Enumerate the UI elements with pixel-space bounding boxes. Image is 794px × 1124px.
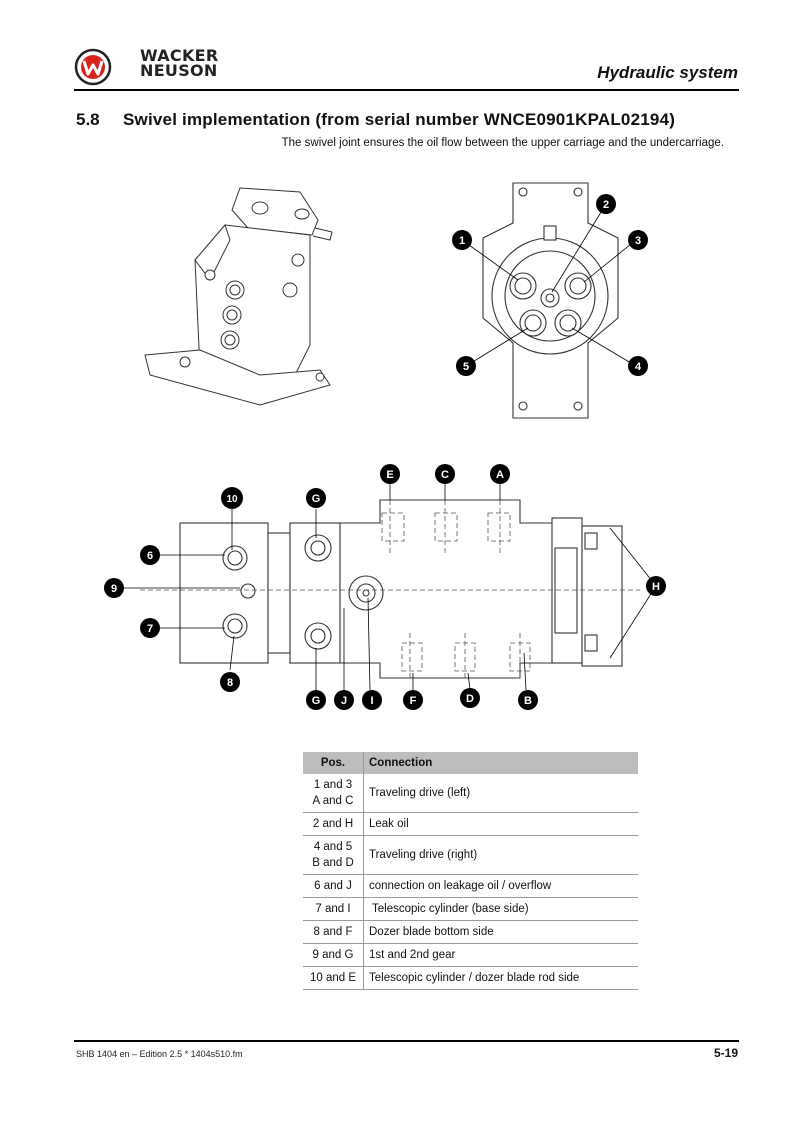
logo-mark-icon — [74, 48, 112, 86]
callout-7: 7 — [147, 623, 153, 635]
callout-D: D — [466, 693, 474, 705]
footer-rule — [74, 1040, 739, 1042]
table-row: 4 and 5 B and D Traveling drive (right) — [303, 835, 638, 875]
callout-2: 2 — [603, 199, 609, 211]
row-connection: 1st and 2nd gear — [363, 943, 638, 967]
callout-H: H — [652, 581, 660, 593]
callout-G-top-badge — [306, 488, 326, 508]
row-connection: Leak oil — [363, 812, 638, 836]
callout-6-badge — [140, 545, 160, 565]
callout-3-badge — [628, 230, 648, 250]
header-pos: Pos. — [303, 752, 364, 774]
callout-1: 1 — [459, 235, 465, 247]
callout-H-badge — [646, 576, 666, 596]
connection-table: Pos. Connection 1 and 3 A and C Travelin… — [303, 752, 638, 990]
callout-10-badge — [221, 487, 243, 509]
table-row: 6 and J connection on leakage oil / over… — [303, 874, 638, 898]
side-view-callouts: E C A 10 G 6 9 H 7 8 G J I F D B — [104, 464, 666, 710]
row-pos: 7 and I — [303, 897, 364, 921]
callout-B-badge — [518, 690, 538, 710]
callout-F: F — [410, 695, 417, 707]
swivel-joint-side-view-drawing: E C A 10 G 6 9 H 7 8 G J I F D B — [104, 464, 666, 710]
section-number: 5.8 — [76, 110, 100, 129]
logo-text: WACKER NEUSON — [140, 46, 219, 80]
callout-10: 10 — [226, 494, 238, 505]
table-row: 10 and E Telescopic cylinder / dozer bla… — [303, 966, 638, 990]
row-connection: Telescopic cylinder (base side) — [363, 897, 638, 921]
table-header-row: Pos. Connection — [303, 752, 638, 774]
callout-9-badge — [104, 578, 124, 598]
table-row: 9 and G 1st and 2nd gear — [303, 943, 638, 967]
intro-text: The swivel joint ensures the oil flow be… — [281, 137, 724, 149]
page-number: 5-19 — [713, 1046, 738, 1060]
section-title: Swivel implementation (from serial numbe… — [123, 110, 676, 129]
callout-J-badge — [334, 690, 354, 710]
callout-1-badge — [452, 230, 472, 250]
row-pos: 9 and G — [303, 943, 364, 967]
row-pos: 1 and 3 A and C — [303, 774, 364, 813]
brand-line-1: WACKER — [140, 46, 219, 65]
row-connection: Telescopic cylinder / dozer blade rod si… — [363, 966, 638, 990]
row-pos: 2 and H — [303, 812, 364, 836]
callout-B: B — [524, 695, 532, 707]
callout-I-badge — [362, 690, 382, 710]
callout-G-top: G — [312, 493, 321, 505]
callout-3: 3 — [635, 235, 641, 247]
brand-line-2: NEUSON — [140, 61, 218, 80]
callout-D-badge — [460, 688, 480, 708]
callout-A: A — [496, 469, 504, 481]
callout-4-badge — [628, 356, 648, 376]
row-connection: Dozer blade bottom side — [363, 920, 638, 944]
callout-J: J — [341, 695, 347, 707]
row-connection: Traveling drive (right) — [363, 835, 638, 875]
callout-G-bottom-badge — [306, 690, 326, 710]
callout-6: 6 — [147, 550, 153, 562]
chapter-title: Hydraulic system — [597, 63, 738, 82]
row-connection: connection on leakage oil / overflow — [363, 874, 638, 898]
callout-5: 5 — [463, 361, 469, 373]
callout-2-badge — [596, 194, 616, 214]
callout-E-badge — [380, 464, 400, 484]
row-connection: Traveling drive (left) — [363, 774, 638, 813]
callout-G-bottom: G — [312, 695, 321, 707]
top-view-callouts: 1 2 3 4 5 — [452, 194, 648, 376]
swivel-joint-perspective-drawing — [144, 187, 333, 406]
row-pos: 8 and F — [303, 920, 364, 944]
swivel-joint-top-view-drawing: 1 2 3 4 5 — [452, 182, 648, 419]
footer-document-id: SHB 1404 en – Edition 2.5 * 1404s510.fm — [76, 1049, 243, 1059]
callout-E: E — [386, 469, 393, 481]
header-rule — [74, 89, 739, 91]
table-row: 1 and 3 A and C Traveling drive (left) — [303, 774, 638, 813]
callout-8-badge — [220, 672, 240, 692]
callout-4: 4 — [635, 361, 642, 373]
table-row: 2 and H Leak oil — [303, 812, 638, 836]
callout-5-badge — [456, 356, 476, 376]
callout-C-badge — [435, 464, 455, 484]
callout-C: C — [441, 469, 449, 481]
row-pos: 10 and E — [303, 966, 364, 990]
callout-8: 8 — [227, 677, 233, 689]
header-connection: Connection — [363, 752, 638, 774]
wacker-neuson-logo: WACKER NEUSON — [74, 48, 244, 86]
callout-A-badge — [490, 464, 510, 484]
callout-9: 9 — [111, 583, 117, 595]
table-row: 7 and I Telescopic cylinder (base side) — [303, 897, 638, 921]
table-row: 8 and F Dozer blade bottom side — [303, 920, 638, 944]
row-pos: 6 and J — [303, 874, 364, 898]
row-pos: 4 and 5 B and D — [303, 835, 364, 875]
callout-F-badge — [403, 690, 423, 710]
callout-I: I — [370, 695, 373, 707]
callout-7-badge — [140, 618, 160, 638]
